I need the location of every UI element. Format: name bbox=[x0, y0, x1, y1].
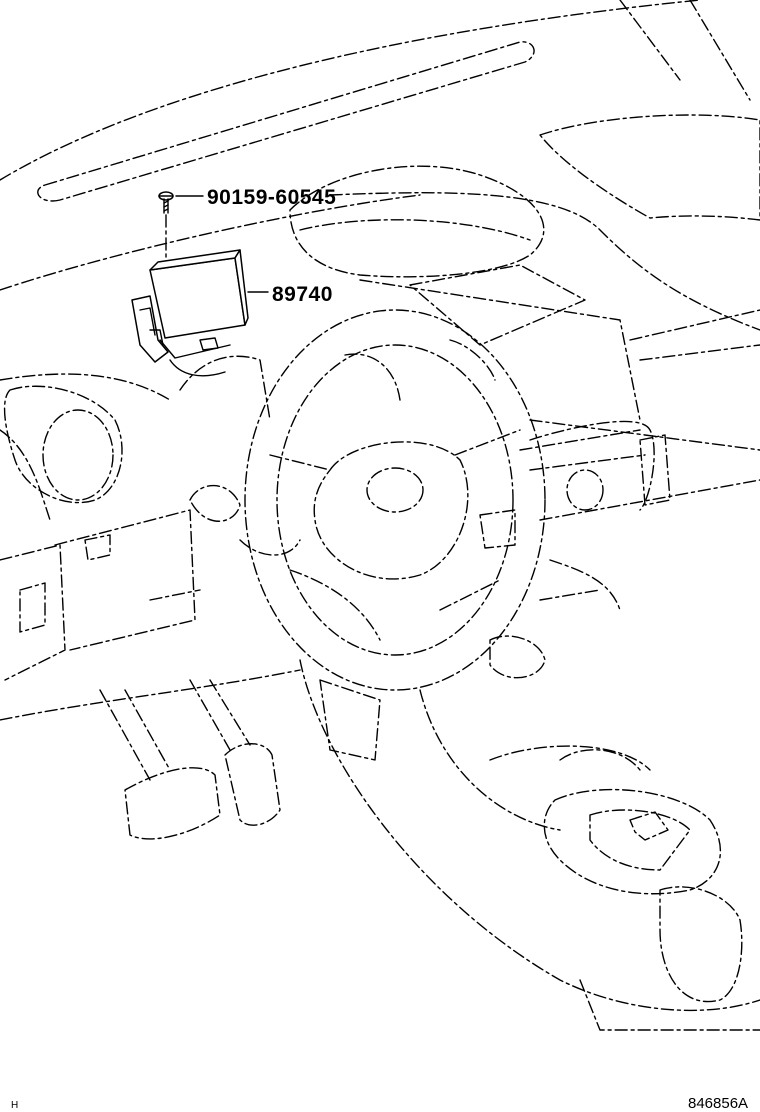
pedals bbox=[99, 679, 281, 840]
instrument-cluster-hood bbox=[289, 165, 641, 421]
left-lower-panel bbox=[0, 509, 201, 681]
figure-id: 846856A bbox=[688, 1095, 748, 1112]
corner-mark: H bbox=[11, 1100, 18, 1111]
left-air-vent bbox=[0, 385, 123, 521]
dashboard-outline bbox=[0, 0, 760, 721]
callout-module-part-number: 89740 bbox=[272, 283, 333, 306]
ecu-module-part bbox=[131, 249, 249, 377]
center-console bbox=[299, 659, 760, 1031]
steering-column bbox=[179, 355, 546, 679]
callout-screw-part-number: 90159-60545 bbox=[207, 186, 336, 209]
steering-wheel bbox=[244, 309, 546, 691]
center-stack bbox=[519, 420, 671, 611]
